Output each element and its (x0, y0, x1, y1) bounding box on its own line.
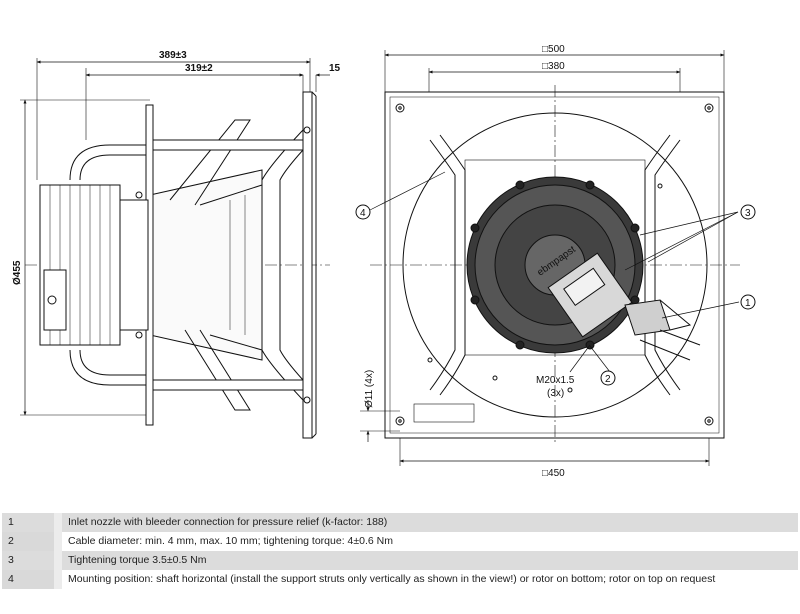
note-text: Inlet nozzle with bleeder connection for… (58, 513, 798, 532)
note-text: Mounting position: shaft horizontal (ins… (58, 570, 798, 589)
table-row: 1 Inlet nozzle with bleeder connection f… (2, 513, 798, 532)
dim-gland-count: (3x) (547, 388, 564, 399)
dim-gland-thread: M20x1.5 (536, 375, 575, 386)
callout-4: 4 (360, 208, 366, 219)
dim-389: 389±3 (159, 50, 187, 61)
callout-1: 1 (745, 298, 751, 309)
table-row: 2 Cable diameter: min. 4 mm, max. 10 mm;… (2, 532, 798, 551)
note-number: 4 (2, 570, 62, 589)
table-row: 3 Tightening torque 3.5±0.5 Nm (2, 551, 798, 570)
dim-450: □450 (542, 468, 565, 479)
note-text: Cable diameter: min. 4 mm, max. 10 mm; t… (58, 532, 798, 551)
dim-500: □500 (542, 44, 565, 55)
note-number: 3 (2, 551, 62, 570)
callout-2: 2 (605, 374, 611, 385)
technical-drawing: 389±3 319±2 15 Ø455 (12, 44, 756, 479)
table-row: 4 Mounting position: shaft horizontal (i… (2, 570, 798, 589)
note-number: 1 (2, 513, 62, 532)
notes-table: 1 Inlet nozzle with bleeder connection f… (2, 513, 798, 589)
dim-455: Ø455 (12, 260, 23, 285)
dim-319: 319±2 (185, 63, 213, 74)
dim-hole: Ø11 (4x) (364, 370, 375, 408)
side-view (20, 58, 330, 439)
dim-380: □380 (542, 61, 565, 72)
front-view (355, 50, 756, 466)
note-number: 2 (2, 532, 62, 551)
note-text: Tightening torque 3.5±0.5 Nm (58, 551, 798, 570)
callout-3: 3 (745, 208, 751, 219)
dim-15: 15 (329, 63, 341, 74)
